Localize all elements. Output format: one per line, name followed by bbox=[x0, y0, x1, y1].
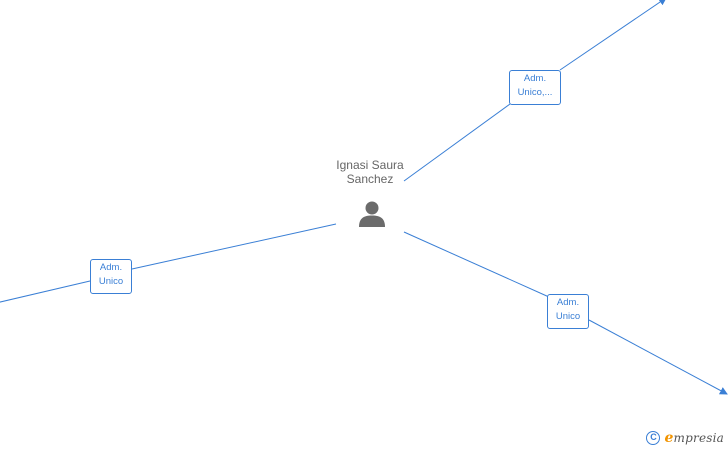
edge-line-top bbox=[403, 103, 511, 182]
brand-initial: e bbox=[664, 430, 674, 446]
person-node-name[interactable]: Ignasi Saura Sanchez bbox=[320, 158, 420, 186]
edge-label-left[interactable]: Adm. Unico bbox=[90, 259, 132, 294]
edge-line-right-out bbox=[588, 319, 728, 395]
edge-label-left-line2: Unico bbox=[98, 276, 124, 287]
edge-line-top-out bbox=[559, 0, 667, 71]
edge-label-top[interactable]: Adm. Unico,... bbox=[509, 70, 561, 105]
edge-line-left-out bbox=[0, 280, 91, 303]
edge-line-right bbox=[403, 231, 550, 298]
brand-rest: mpresia bbox=[673, 431, 724, 445]
brand-logo: empresia bbox=[664, 430, 724, 446]
edge-label-right-line2: Unico bbox=[555, 311, 581, 322]
edge-label-top-line1: Adm. bbox=[523, 73, 547, 84]
copyright-icon: C bbox=[646, 431, 661, 445]
person-icon[interactable] bbox=[357, 199, 387, 229]
edge-line-left bbox=[131, 223, 337, 270]
empresia-watermark: C empresia bbox=[646, 430, 724, 446]
edge-label-right-line1: Adm. bbox=[556, 297, 580, 308]
edge-label-right[interactable]: Adm. Unico bbox=[547, 294, 589, 329]
person-name-line2: Sanchez bbox=[346, 172, 394, 186]
edge-label-left-line1: Adm. bbox=[99, 262, 123, 273]
edge-label-top-line2: Unico,... bbox=[517, 87, 553, 98]
person-name-line1: Ignasi Saura bbox=[336, 158, 404, 172]
